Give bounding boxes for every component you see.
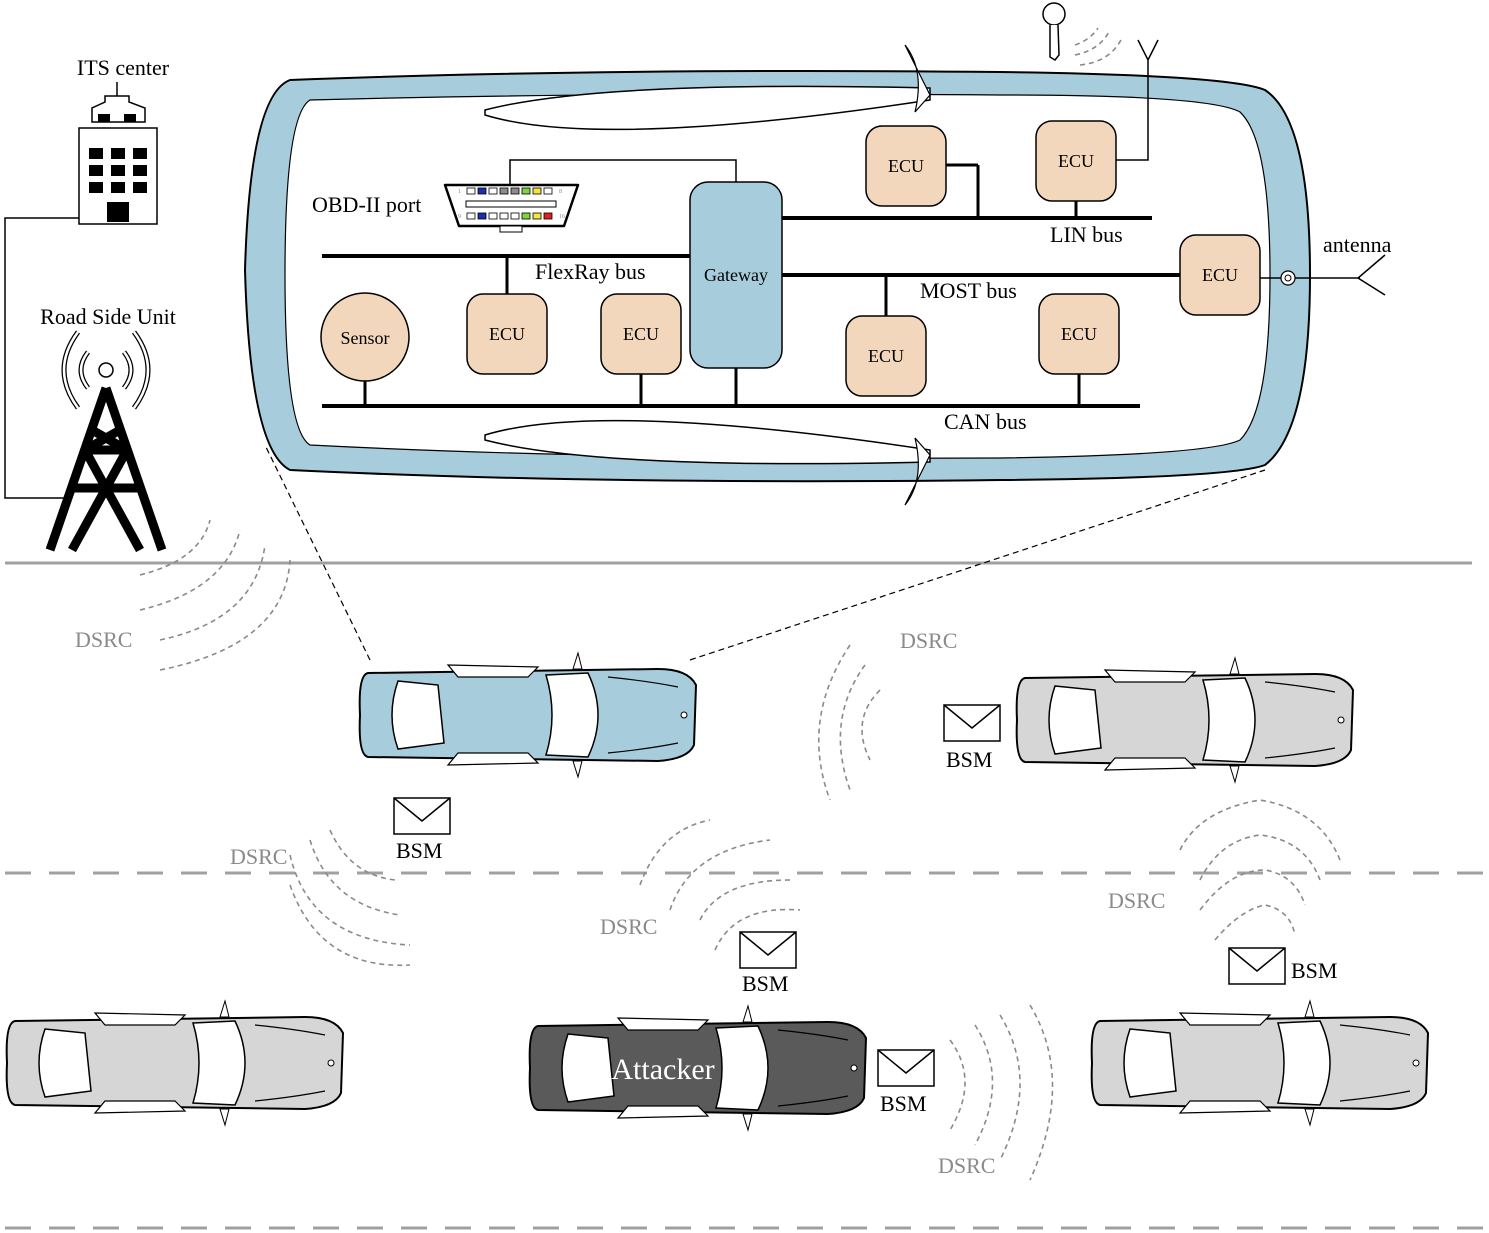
svg-text:ECU: ECU: [1202, 265, 1238, 285]
bsm-label: BSM: [396, 838, 442, 863]
svg-text:ECU: ECU: [489, 324, 525, 344]
obd-gateway-link: [509, 159, 737, 198]
envelope-icon: [943, 704, 1001, 742]
svg-text:ECU: ECU: [1061, 324, 1097, 344]
dsrc-label: DSRC: [938, 1153, 995, 1178]
pin-label: 9: [458, 214, 461, 220]
target-vehicle: [358, 652, 697, 778]
svg-text:ECU: ECU: [868, 346, 904, 366]
vehicle: [1015, 657, 1354, 783]
ecu-node: ECU: [865, 125, 947, 207]
dsrc-label: DSRC: [75, 627, 132, 652]
pin-label: 1: [458, 189, 461, 195]
svg-text:Sensor: Sensor: [341, 328, 390, 348]
obd-pin: [488, 187, 498, 195]
ecu-node: ECU: [466, 293, 548, 375]
envelope-icon: [877, 1049, 935, 1087]
pin-label: 16: [559, 214, 565, 220]
svg-text:ECU: ECU: [888, 156, 924, 176]
vehicle: [5, 1000, 345, 1126]
obd-pin: [477, 187, 487, 195]
sensor-node: Sensor: [320, 292, 410, 382]
svg-text:ECU: ECU: [1058, 151, 1094, 171]
tower-icon: [45, 330, 167, 553]
gateway-node: [689, 181, 783, 369]
dsrc-waves: [139, 519, 1341, 1181]
attacker-label: Attacker: [611, 1053, 714, 1086]
obd-pin: [532, 212, 542, 220]
bsm-label: BSM: [880, 1091, 926, 1116]
obd-pin: [510, 212, 520, 220]
dsrc-label: DSRC: [900, 628, 957, 653]
external-antenna: [1260, 254, 1386, 296]
lin-bus-label: LIN bus: [1050, 222, 1123, 247]
ecu-node: ECU: [1179, 234, 1261, 316]
dsrc-label: DSRC: [1108, 888, 1165, 913]
flexray-bus-label: FlexRay bus: [535, 259, 646, 284]
obd-pin: [477, 212, 487, 220]
vehicle: [1090, 1000, 1429, 1126]
bsm-label: BSM: [742, 971, 788, 996]
obd-pin: [521, 187, 531, 195]
pin-label: 8: [559, 189, 562, 195]
lin-antenna: [1116, 39, 1159, 161]
building-icon: [78, 82, 158, 225]
road-side-unit-label: Road Side Unit: [40, 304, 176, 329]
ecu-node: ECU: [1038, 293, 1120, 375]
obd-pins-top: [466, 187, 553, 195]
obd-pin: [466, 187, 476, 195]
svg-text:ECU: ECU: [623, 324, 659, 344]
envelope-icon: [1228, 947, 1286, 985]
obd-pin: [543, 212, 553, 220]
obd-pin: [532, 187, 542, 195]
envelope-icon: [393, 797, 451, 835]
dsrc-label: DSRC: [600, 914, 657, 939]
dsrc-label: DSRC: [230, 844, 287, 869]
obd-port-label: OBD-II port: [312, 192, 421, 217]
obd-pin: [466, 212, 476, 220]
zoom-guide-line: [689, 469, 1266, 661]
obd-pin: [499, 187, 509, 195]
obd-pin: [488, 212, 498, 220]
obd-pin: [510, 187, 520, 195]
obd-pin: [521, 212, 531, 220]
gateway-label: Gateway: [704, 265, 768, 285]
zoom-guide-line: [264, 444, 371, 661]
obd-port-icon: 1 8 9 16: [443, 183, 580, 233]
obd-pin: [543, 187, 553, 195]
bsm-label: BSM: [1291, 958, 1337, 983]
can-bus-label: CAN bus: [944, 409, 1027, 434]
ecu-node: ECU: [600, 293, 682, 375]
bsm-label: BSM: [946, 747, 992, 772]
ecu-node: ECU: [845, 315, 927, 397]
antenna-label: antenna: [1323, 232, 1392, 257]
obd-pins-bottom: [466, 212, 553, 220]
envelope-icon: [739, 931, 797, 969]
obd-pin: [499, 212, 509, 220]
most-bus-label: MOST bus: [920, 278, 1017, 303]
ecu-node: ECU: [1035, 120, 1117, 202]
key-fob-icon: [1042, 2, 1066, 61]
its-center-label: ITS center: [77, 55, 170, 80]
its-rsu-link: [4, 217, 79, 499]
key-signal-waves: [1074, 27, 1123, 66]
